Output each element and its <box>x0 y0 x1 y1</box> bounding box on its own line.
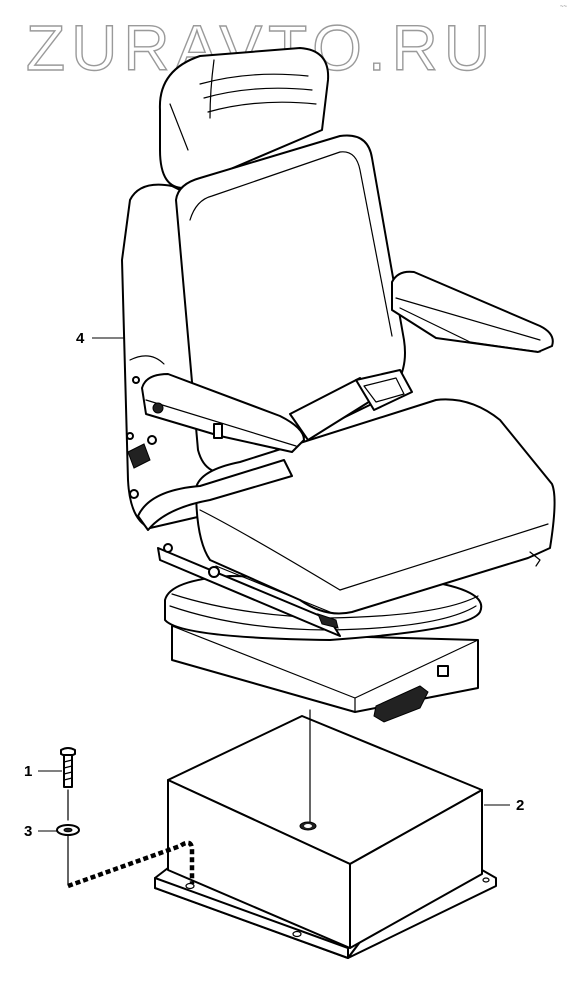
armrest-left <box>141 373 305 453</box>
svg-text:3: 3 <box>24 823 32 840</box>
callout-4: 4 <box>76 330 124 347</box>
flange-hole <box>292 930 302 938</box>
corner-mark: ~~ <box>560 4 568 10</box>
seat <box>121 47 556 637</box>
indicator <box>437 665 449 677</box>
seat-base-box <box>154 715 497 959</box>
callout-1: 1 <box>24 763 62 780</box>
seat-rail <box>157 547 341 637</box>
svg-text:2: 2 <box>516 797 524 814</box>
lap-belt <box>137 459 293 531</box>
belt-buckle <box>355 369 413 411</box>
bolt <box>60 747 76 788</box>
armrest-right <box>391 270 554 353</box>
svg-text:1: 1 <box>24 763 32 780</box>
svg-text:4: 4 <box>76 330 85 347</box>
callout-2: 2 <box>484 797 524 814</box>
callout-3: 3 <box>24 823 57 840</box>
hidden-fastener-path <box>67 840 195 889</box>
washer <box>56 824 80 836</box>
recline-lever <box>127 443 151 469</box>
adjust-handle <box>373 685 429 723</box>
seat-cushion <box>195 398 556 615</box>
